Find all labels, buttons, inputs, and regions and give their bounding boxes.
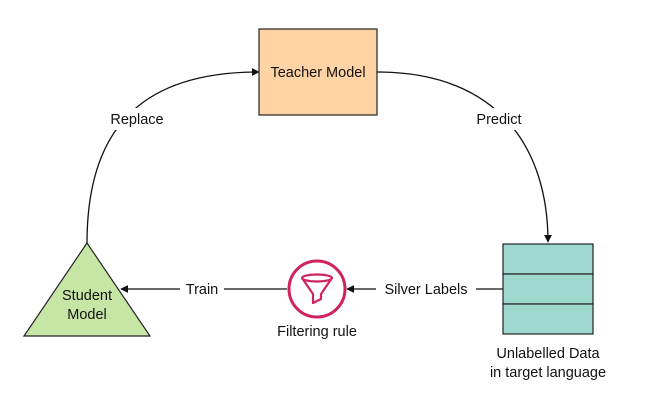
teacher-model-box <box>258 28 378 116</box>
train-label-bg <box>180 278 224 300</box>
funnel-icon-circle <box>287 259 347 319</box>
data-store <box>502 243 594 335</box>
student-model-triangle <box>22 241 152 337</box>
data-store-cell-1 <box>502 243 594 275</box>
replace-label: Replace <box>110 112 163 128</box>
filter-label: Filtering rule <box>277 324 357 340</box>
replace-label-bg <box>102 108 172 130</box>
predict-label: Predict <box>476 112 521 128</box>
silver-label: Silver Labels <box>384 282 467 298</box>
student-model-label-line1: Student <box>62 288 112 304</box>
predict-edge <box>376 71 552 243</box>
replace-edge <box>86 68 260 244</box>
funnel-icon <box>287 259 347 319</box>
train-label: Train <box>186 282 219 298</box>
funnel-icon-bowl <box>300 273 334 305</box>
data-store-caption-line2: in target language <box>490 365 606 381</box>
data-store-cell-2 <box>502 273 594 305</box>
silver-label-bg <box>376 278 476 300</box>
data-store-caption-line1: Unlabelled Data <box>496 346 600 362</box>
student-model-label-line2: Model <box>67 307 107 323</box>
data-store-cell-3 <box>502 303 594 335</box>
teacher-model-label: Teacher Model <box>270 65 365 81</box>
predict-label-bg <box>468 108 530 130</box>
